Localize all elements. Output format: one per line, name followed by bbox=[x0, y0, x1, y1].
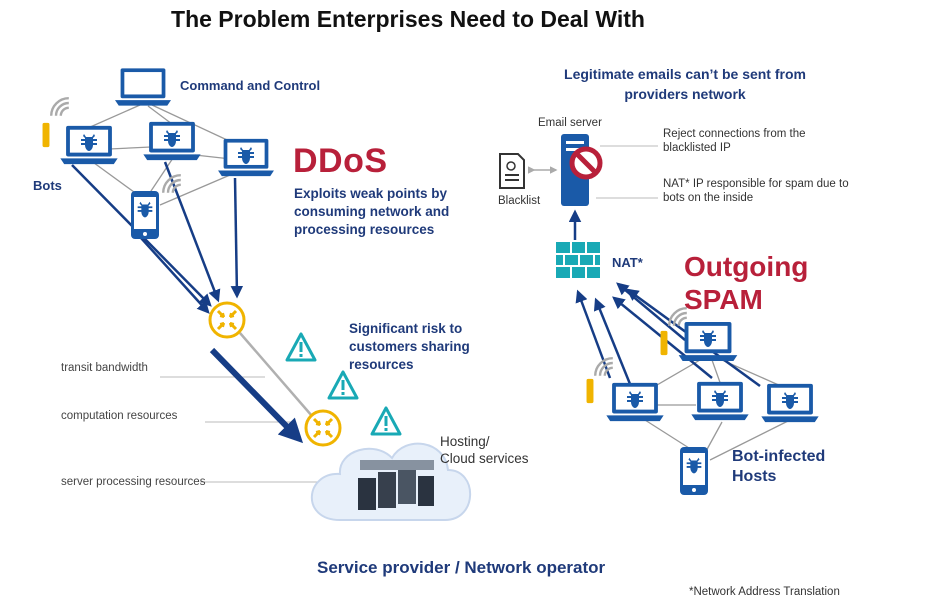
resource-computation: computation resources bbox=[61, 410, 178, 422]
footnote: *Network Address Translation bbox=[689, 586, 840, 598]
wifi-icon bbox=[594, 357, 614, 377]
infected-phone-icon bbox=[680, 447, 708, 495]
cloud-icon bbox=[310, 442, 472, 521]
hosts-label-line2: Hosts bbox=[732, 468, 777, 485]
nat-label: NAT* bbox=[612, 255, 643, 270]
document-icon bbox=[499, 153, 525, 189]
warning-icon bbox=[327, 370, 359, 400]
resource-transit-bandwidth: transit bandwidth bbox=[61, 362, 148, 374]
ddos-heading: DDoS bbox=[293, 142, 388, 180]
hosting-label: Hosting/ Cloud services bbox=[440, 433, 529, 467]
hosting-label-line2: Cloud services bbox=[440, 451, 529, 466]
infected-laptop-icon bbox=[678, 321, 738, 362]
infected-laptop-icon bbox=[606, 382, 664, 422]
spam-heading-line1: Outgoing bbox=[684, 251, 809, 282]
ddos-main-arrow bbox=[209, 347, 304, 444]
legit-email-text: Legitimate emails can’t be sent from pro… bbox=[564, 66, 806, 102]
wifi-icon bbox=[161, 173, 183, 195]
bot-laptop-icon bbox=[218, 138, 274, 177]
blocked-icon bbox=[569, 146, 603, 180]
server-rack-icon bbox=[358, 460, 434, 510]
hosting-label-line1: Hosting/ bbox=[440, 434, 490, 449]
firewall-icon bbox=[556, 242, 600, 278]
wifi-icon bbox=[50, 96, 71, 118]
router-icon bbox=[304, 409, 342, 447]
warning-icon bbox=[285, 332, 317, 362]
service-provider-label: Service provider / Network operator bbox=[317, 558, 606, 577]
bot-phone-icon bbox=[131, 191, 159, 239]
transit-link bbox=[239, 332, 313, 417]
usb-icon bbox=[42, 122, 50, 148]
blacklist-label: Blacklist bbox=[498, 195, 541, 207]
infected-laptop-icon bbox=[691, 381, 749, 421]
reject-text: Reject connections from the blacklisted … bbox=[663, 128, 806, 154]
risk-text: Significant risk to customers sharing re… bbox=[349, 321, 470, 372]
usb-icon bbox=[660, 330, 668, 356]
usb-icon bbox=[586, 378, 594, 404]
spam-heading: Outgoing SPAM bbox=[684, 250, 808, 316]
page-title: The Problem Enterprises Need to Deal Wit… bbox=[171, 6, 645, 32]
command-control-laptop-icon bbox=[115, 68, 171, 106]
nat-ip-text: NAT* IP responsible for spam due to bots… bbox=[663, 178, 849, 204]
hosts-label-line1: Bot-infected bbox=[732, 448, 826, 465]
infected-laptop-icon bbox=[761, 383, 819, 423]
bot-laptop-icon bbox=[60, 125, 118, 165]
bots-label: Bots bbox=[33, 178, 62, 193]
warning-icon bbox=[370, 406, 402, 436]
spam-heading-line2: SPAM bbox=[684, 284, 763, 315]
email-server-label: Email server bbox=[538, 117, 602, 129]
bot-infected-hosts-label: Bot-infected Hosts bbox=[732, 447, 825, 487]
resource-server-processing: server processing resources bbox=[61, 476, 206, 488]
bot-laptop-icon bbox=[143, 121, 201, 161]
router-icon bbox=[208, 301, 246, 339]
command-control-label: Command and Control bbox=[180, 78, 321, 93]
ddos-description: Exploits weak points by consuming networ… bbox=[294, 186, 450, 237]
